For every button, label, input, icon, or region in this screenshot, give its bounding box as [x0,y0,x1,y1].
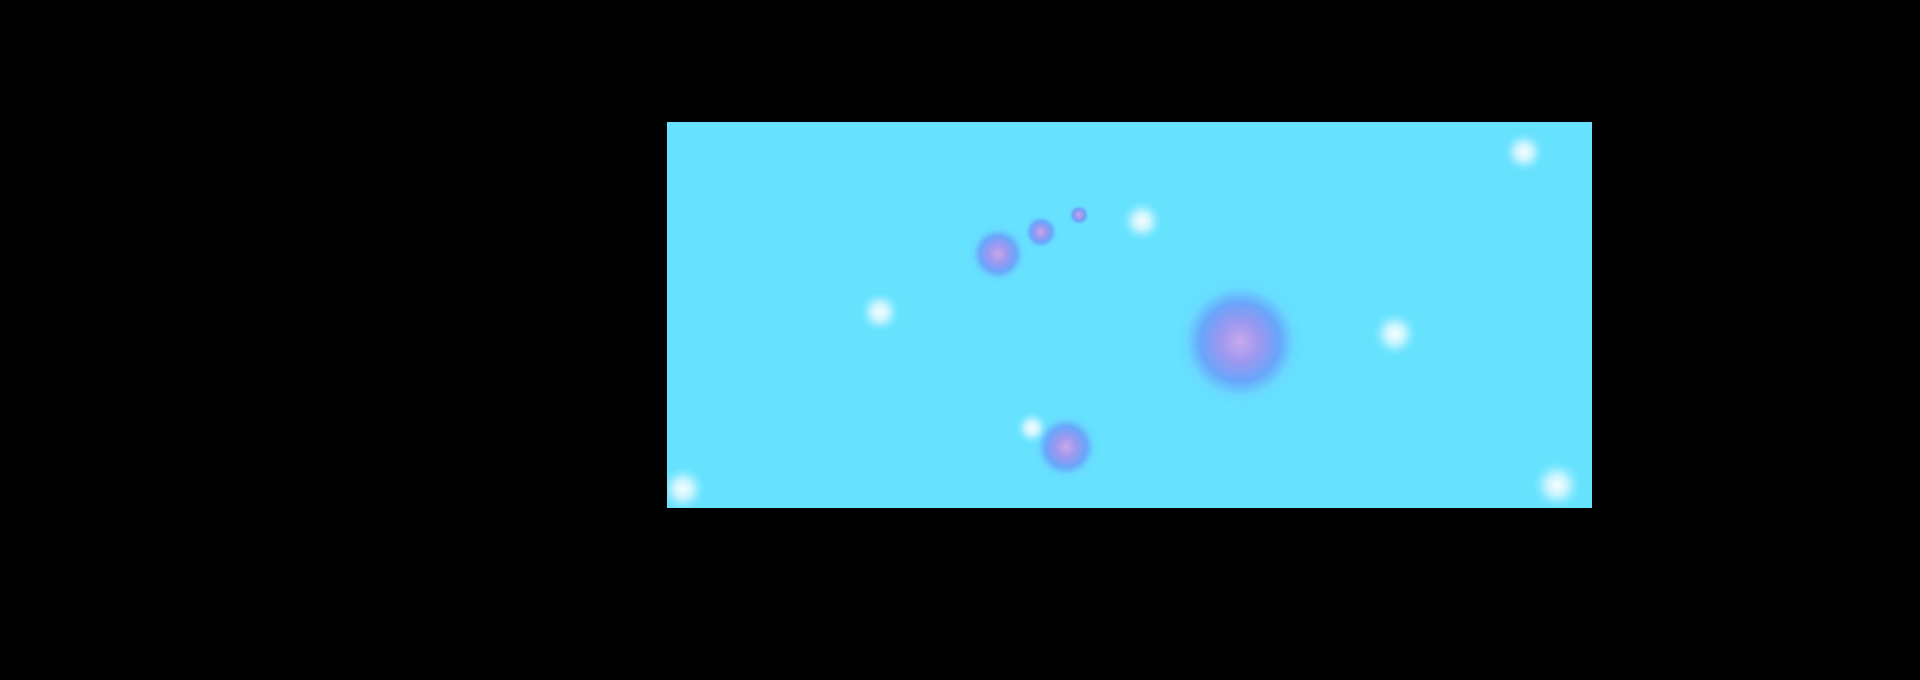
sparkle-glow [1533,461,1581,508]
sparkle-glow [667,467,705,508]
bubble-particle[interactable] [968,224,1028,284]
sparkle-glow [1373,312,1417,356]
bubble-particle[interactable] [1174,276,1306,408]
sparkle-glow [1122,201,1162,241]
sparkle-glow [860,292,900,332]
bubble-particle[interactable] [1068,204,1090,226]
bubble-particle[interactable] [1023,214,1059,250]
sparkle-glow [1016,412,1048,444]
game-canvas[interactable] [667,122,1592,508]
sparkle-glow [1504,132,1544,172]
